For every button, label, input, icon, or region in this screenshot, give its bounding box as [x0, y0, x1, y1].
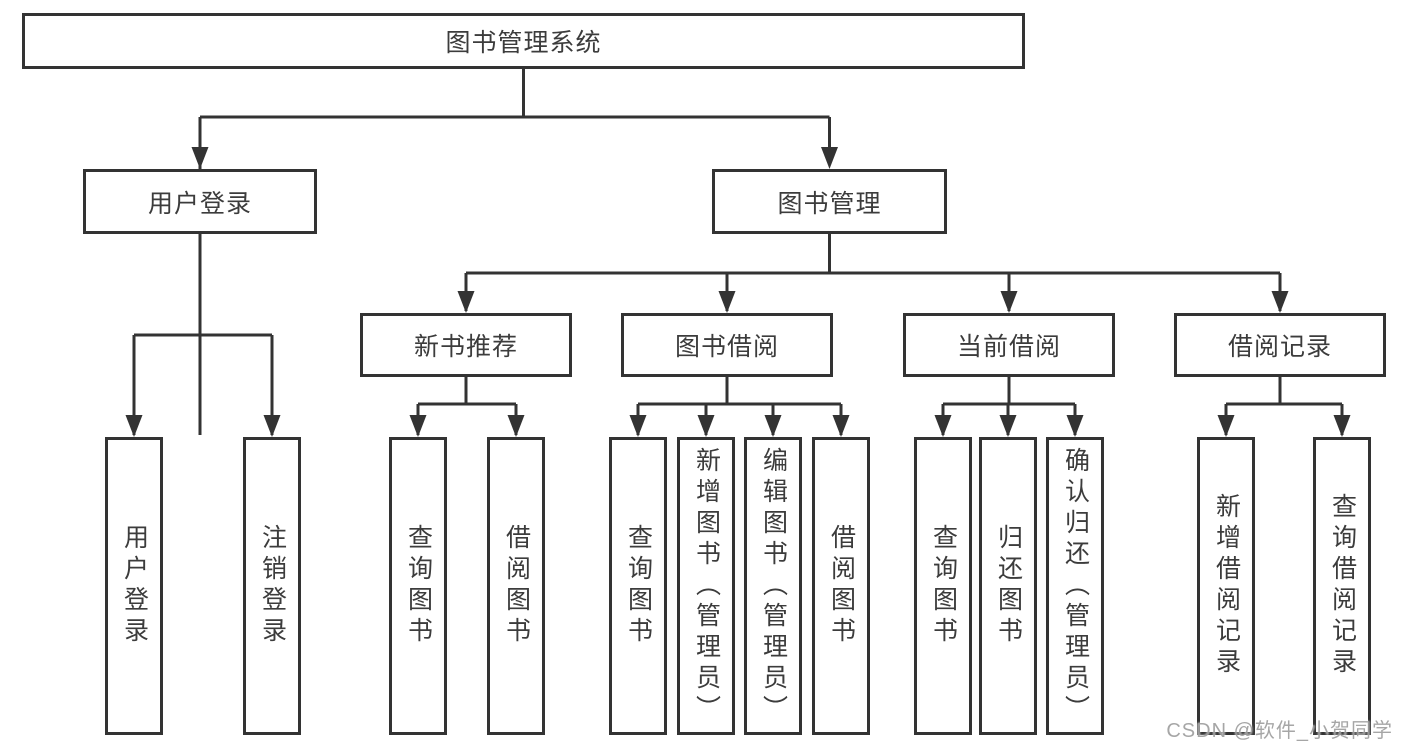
leaf-records-query-record: 查询借阅记录 — [1313, 437, 1371, 735]
node-current-borrow: 当前借阅 — [903, 313, 1115, 377]
arrowhead — [1066, 415, 1084, 437]
edge-group-book-management-arrows — [457, 291, 1289, 313]
edge-group-book-borrow — [636, 377, 843, 435]
leaf-newbook-query-books: 查询图书 — [389, 437, 447, 735]
arrowhead — [999, 415, 1017, 437]
node-new-book-recommend: 新书推荐 — [360, 313, 572, 377]
arrowhead — [821, 147, 838, 169]
arrowhead — [507, 415, 525, 437]
watermark: CSDN @软件_小贺同学 — [1166, 720, 1393, 742]
leaf-borrow-edit-books-admin: 编辑图书（管理员） — [744, 437, 802, 735]
leaf-newbook-borrow-books: 借阅图书 — [487, 437, 545, 735]
edge-group-borrow-records-arrows — [1217, 415, 1351, 437]
arrowhead — [934, 415, 952, 437]
leaf-borrow-query-books: 查询图书 — [609, 437, 667, 735]
edge-group-user-login — [132, 234, 274, 435]
edge-group-root — [198, 68, 831, 435]
node-borrow-records: 借阅记录 — [1174, 313, 1386, 377]
arrowhead — [409, 415, 427, 437]
arrowhead — [764, 415, 782, 437]
edge-borrow-records — [1224, 377, 1344, 435]
arrowhead — [1217, 415, 1235, 437]
arrowhead — [832, 415, 850, 437]
edge-group-new-book-arrows — [409, 415, 525, 437]
edge-group-user-login-arrows — [125, 415, 281, 437]
arrowhead — [629, 415, 647, 437]
arrowhead — [1271, 291, 1289, 313]
node-book-borrow: 图书借阅 — [621, 313, 833, 377]
edge-group-current-borrow-arrows — [934, 415, 1084, 437]
leaf-current-confirm-return-admin: 确认归还（管理员） — [1046, 437, 1104, 735]
leaf-borrow-add-books-admin: 新增图书（管理员） — [677, 437, 735, 735]
arrowhead — [1333, 415, 1351, 437]
edge-group-book-borrow-arrows — [629, 415, 850, 437]
edge-group-borrow-records — [1224, 377, 1344, 435]
edge-group-book-management — [464, 234, 1282, 311]
edge-book-borrow — [636, 377, 843, 435]
edge-book-management — [464, 234, 1282, 311]
node-user-login-branch: 用户登录 — [83, 169, 317, 234]
arrowhead — [457, 291, 475, 313]
arrowhead — [191, 147, 209, 169]
edge-user-login — [132, 234, 274, 435]
leaf-borrow-borrow-books: 借阅图书 — [812, 437, 870, 735]
edge-root-stem — [198, 68, 831, 435]
leaf-user-login: 用户登录 — [105, 437, 163, 735]
edge-group-root-arrows — [191, 147, 838, 169]
leaf-current-return-books: 归还图书 — [979, 437, 1037, 735]
edge-group-new-book — [416, 377, 518, 435]
leaf-logout: 注销登录 — [243, 437, 301, 735]
arrowhead — [263, 415, 281, 437]
node-root: 图书管理系统 — [22, 13, 1025, 69]
arrowhead — [125, 415, 143, 437]
arrowhead — [697, 415, 715, 437]
arrowhead — [1000, 291, 1018, 313]
leaf-records-add-record: 新增借阅记录 — [1197, 437, 1255, 735]
leaf-current-query-books: 查询图书 — [914, 437, 972, 735]
edge-new-book — [416, 377, 518, 435]
arrowhead — [718, 291, 736, 313]
node-book-management: 图书管理 — [712, 169, 947, 234]
